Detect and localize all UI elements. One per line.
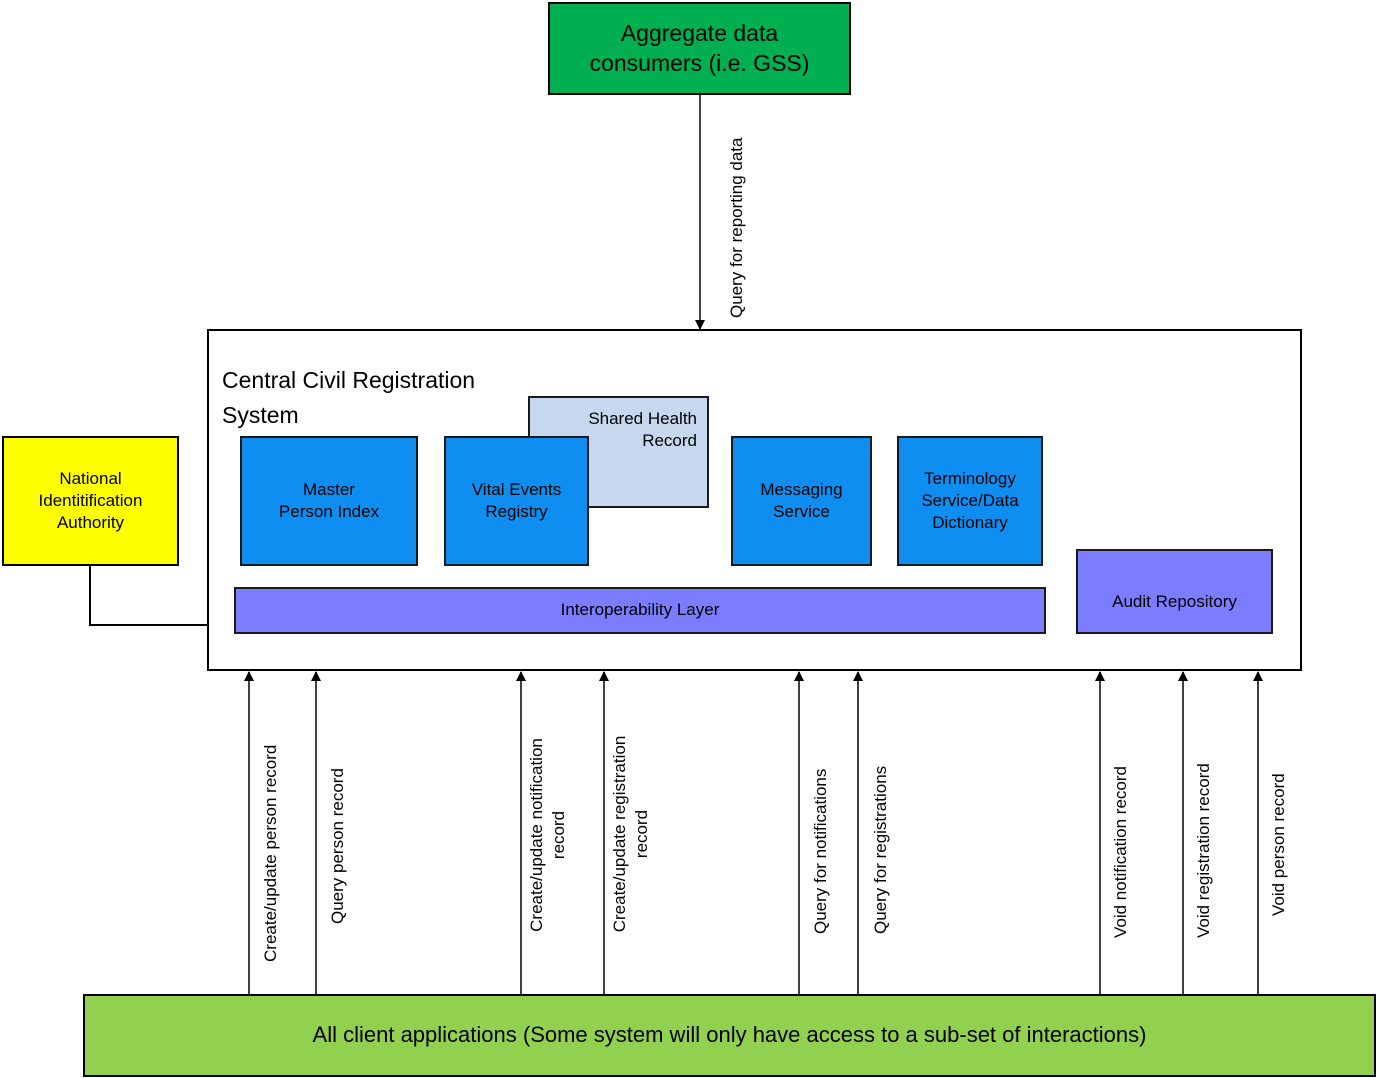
aggregate-data-consumers-label: Aggregate data consumers (i.e. GSS) bbox=[589, 19, 810, 76]
terminology-service-label: Terminology Service/Data Dictionary bbox=[921, 468, 1019, 533]
master-person-index-box: Master Person Index bbox=[240, 436, 418, 566]
master-person-index-label: Master Person Index bbox=[278, 479, 380, 521]
label-query-reporting: Query for reporting data bbox=[727, 137, 746, 318]
label-create-person: Create/update person record bbox=[261, 744, 280, 962]
interoperability-layer-label: Interoperability Layer bbox=[560, 600, 720, 620]
client-applications-box: All client applications (Some system wil… bbox=[83, 994, 1376, 1077]
label-void-person: Void person record bbox=[1269, 773, 1288, 916]
audit-repository-box: Audit Repository bbox=[1076, 549, 1273, 634]
national-identification-authority-box: National Identitification Authority bbox=[2, 436, 179, 566]
label-create-notification: Create/update notification record bbox=[527, 738, 569, 932]
label-query-notifications: Query for notifications bbox=[811, 768, 830, 934]
client-applications-label: All client applications (Some system wil… bbox=[312, 1022, 1147, 1048]
label-void-registration: Void registration record bbox=[1194, 763, 1213, 938]
nia-connector bbox=[89, 566, 236, 626]
messaging-service-label: Messaging Service bbox=[760, 479, 843, 521]
messaging-service-box: Messaging Service bbox=[731, 436, 872, 566]
ccrs-title: Central Civil Registration System bbox=[222, 367, 476, 428]
label-void-notification: Void notification record bbox=[1111, 766, 1130, 938]
terminology-service-box: Terminology Service/Data Dictionary bbox=[897, 436, 1043, 566]
national-identification-authority-label: National Identitification Authority bbox=[38, 468, 143, 533]
label-query-registrations: Query for registrations bbox=[871, 765, 890, 934]
aggregate-data-consumers-box: Aggregate data consumers (i.e. GSS) bbox=[548, 2, 851, 95]
shared-health-record-label: Shared Health Record bbox=[588, 409, 697, 451]
label-create-registration: Create/update registration record bbox=[610, 735, 652, 933]
label-query-person: Query person record bbox=[328, 768, 347, 924]
audit-repository-label: Audit Repository bbox=[1112, 592, 1237, 612]
interoperability-layer-box: Interoperability Layer bbox=[234, 587, 1046, 634]
vital-events-registry-label: Vital Events Registry bbox=[471, 479, 562, 521]
vital-events-registry-box: Vital Events Registry bbox=[444, 436, 589, 566]
